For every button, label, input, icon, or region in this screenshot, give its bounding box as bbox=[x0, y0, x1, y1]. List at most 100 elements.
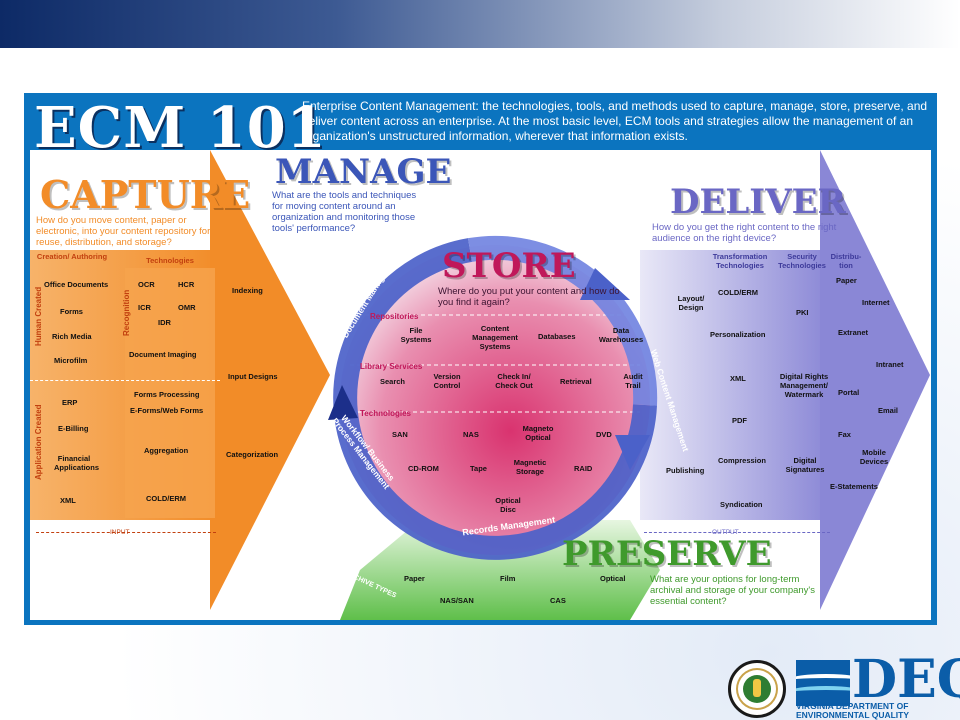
store-version-control: Version Control bbox=[433, 372, 461, 390]
capture-vert-application: Application Created bbox=[34, 404, 43, 480]
capture-categorization: Categorization bbox=[226, 450, 279, 459]
deliver-cold-erm: COLD/ERM bbox=[718, 288, 758, 297]
store-databases: Databases bbox=[538, 332, 576, 341]
capture-aggregation: Aggregation bbox=[144, 446, 189, 455]
capture-ebilling: E-Billing bbox=[58, 424, 89, 433]
capture-forms-processing: Forms Processing bbox=[134, 390, 200, 399]
store-question: Where do you put your content and how do… bbox=[438, 286, 620, 308]
preserve-paper: Paper bbox=[404, 574, 425, 583]
store-optical-disc: Optical Disc bbox=[495, 496, 521, 514]
deq-wave-blue bbox=[796, 686, 850, 700]
deliver-col-transformation: Transformation Technologies bbox=[712, 252, 768, 270]
store-dvd: DVD bbox=[596, 430, 612, 439]
capture-title: CAPTURE bbox=[40, 172, 251, 217]
store-library-header: Library Services bbox=[360, 362, 423, 371]
capture-input-line bbox=[36, 532, 216, 533]
deliver-output-line bbox=[644, 532, 830, 533]
deliver-portal: Portal bbox=[838, 388, 860, 397]
preserve-arrow-shape bbox=[340, 520, 660, 620]
store-magnetic-storage: Magnetic Storage bbox=[513, 458, 547, 476]
capture-eforms: E-Forms/Web Forms bbox=[130, 406, 204, 415]
preserve-cas: CAS bbox=[550, 596, 566, 605]
manage-question: What are the tools and techniques for mo… bbox=[272, 190, 417, 234]
deliver-col-security: Security Technologies bbox=[778, 252, 826, 270]
capture-office-documents: Office Documents bbox=[44, 280, 109, 289]
capture-icr: ICR bbox=[138, 303, 151, 312]
deliver-paper: Paper bbox=[836, 276, 857, 285]
ring-arrowhead-left bbox=[328, 385, 358, 420]
capture-forms: Forms bbox=[60, 307, 83, 316]
store-title: STORE bbox=[442, 246, 576, 286]
store-san: SAN bbox=[392, 430, 408, 439]
store-search: Search bbox=[380, 377, 406, 386]
store-raid: RAID bbox=[574, 464, 593, 473]
preserve-optical: Optical bbox=[600, 574, 626, 583]
capture-vert-human: Human Created bbox=[34, 286, 43, 346]
deliver-internet: Internet bbox=[862, 298, 890, 307]
store-circle bbox=[340, 245, 650, 555]
capture-cold-erm: COLD/ERM bbox=[146, 494, 186, 503]
capture-question: How do you move content, paper or electr… bbox=[36, 215, 211, 248]
virginia-seal-logo bbox=[728, 660, 786, 718]
capture-erp: ERP bbox=[62, 398, 78, 407]
deliver-estatements: E-Statements bbox=[830, 482, 878, 491]
preserve-title: PRESERVE bbox=[562, 534, 772, 574]
title-bar bbox=[0, 0, 960, 48]
deq-logo-text: DEQ bbox=[852, 649, 960, 710]
manage-title: MANAGE bbox=[275, 152, 452, 192]
deq-subtitle-line2: ENVIRONMENTAL QUALITY bbox=[796, 710, 910, 720]
store-repositories-header: Repositories bbox=[370, 312, 419, 321]
deliver-intranet: Intranet bbox=[876, 360, 904, 369]
preserve-question: What are your options for long-term arch… bbox=[650, 574, 815, 607]
ring-arrowhead-top bbox=[580, 268, 630, 300]
ecm-poster: ECM 101 Enterprise Content Management: t… bbox=[24, 93, 937, 625]
capture-divider bbox=[30, 380, 220, 381]
capture-document-imaging: Document Imaging bbox=[129, 350, 197, 359]
deliver-xml: XML bbox=[730, 374, 746, 383]
store-data-warehouses: Data Warehouses bbox=[598, 326, 644, 344]
deliver-pki: PKI bbox=[796, 308, 809, 317]
ecm-description: Enterprise Content Management: the techn… bbox=[302, 99, 928, 143]
deliver-personalization: Personalization bbox=[710, 330, 766, 339]
ring-arrowhead-right bbox=[615, 435, 650, 470]
deliver-layout-design: Layout/ Design bbox=[677, 294, 705, 312]
capture-microfilm: Microfilm bbox=[54, 356, 88, 365]
capture-technologies-panel bbox=[125, 268, 215, 518]
capture-header-band bbox=[30, 150, 220, 250]
deliver-col-distribution: Distribu- tion bbox=[830, 252, 862, 270]
deliver-question: How do you get the right content to the … bbox=[652, 222, 837, 244]
store-cms: Content Management Systems bbox=[472, 324, 518, 351]
store-checkin: Check In/ Check Out bbox=[495, 372, 533, 390]
capture-vert-recognition: Recognition bbox=[122, 289, 131, 336]
capture-input-designs: Input Designs bbox=[228, 372, 278, 381]
deliver-publishing: Publishing bbox=[666, 466, 705, 475]
deliver-pdf: PDF bbox=[732, 416, 747, 425]
deliver-email: Email bbox=[878, 406, 899, 415]
capture-idr: IDR bbox=[158, 318, 171, 327]
capture-hcr: HCR bbox=[178, 280, 195, 289]
preserve-film: Film bbox=[500, 574, 516, 583]
deliver-fax: Fax bbox=[838, 430, 851, 439]
manage-ring bbox=[333, 238, 657, 560]
seal-figure bbox=[753, 679, 761, 697]
preserve-nas-san: NAS/SAN bbox=[440, 596, 474, 605]
capture-omr: OMR bbox=[178, 303, 196, 312]
deliver-title: DELIVER bbox=[670, 182, 846, 222]
deliver-digital-signatures: Digital Signatures bbox=[785, 456, 825, 474]
deliver-extranet: Extranet bbox=[838, 328, 869, 337]
store-retrieval: Retrieval bbox=[560, 377, 592, 386]
deq-wave-white bbox=[796, 674, 850, 688]
deliver-drm: Digital Rights Management/ Watermark bbox=[779, 372, 829, 399]
store-technologies-header: Technologies bbox=[360, 409, 411, 418]
store-magneto-optical: Magneto Optical bbox=[522, 424, 554, 442]
diagram-shapes bbox=[30, 150, 930, 620]
deliver-distribution-panel bbox=[830, 250, 860, 520]
deliver-mobile-devices: Mobile Devices bbox=[859, 448, 889, 466]
deq-subtitle-line1: VIRGINIA DEPARTMENT OF bbox=[796, 701, 909, 711]
deliver-syndication: Syndication bbox=[720, 500, 763, 509]
capture-col-technologies: Technologies bbox=[146, 256, 194, 265]
capture-financial-applications: Financial Applications bbox=[54, 454, 100, 472]
capture-xml: XML bbox=[60, 496, 76, 505]
store-cdrom: CD-ROM bbox=[408, 464, 439, 473]
capture-col-creation: Creation/ Authoring bbox=[36, 252, 108, 261]
